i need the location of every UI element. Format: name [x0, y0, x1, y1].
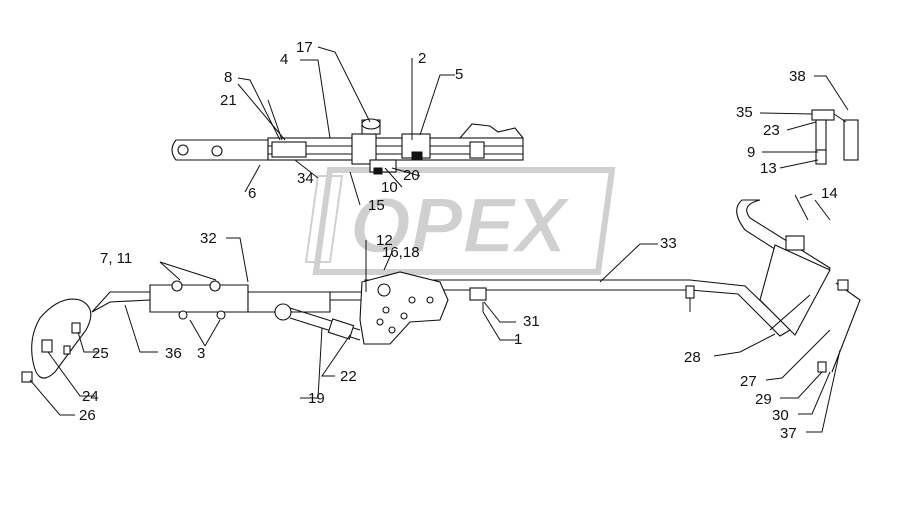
callout-9: 9 — [747, 144, 755, 161]
callout-8: 8 — [224, 69, 232, 86]
callout-22: 22 — [340, 368, 357, 385]
callout-38: 38 — [789, 68, 806, 85]
watermark-text: OPEX — [350, 181, 571, 269]
upper-arm-assembly — [171, 118, 524, 175]
detail-group-right — [794, 109, 859, 221]
callout-10: 10 — [381, 179, 398, 196]
callout-19: 19 — [308, 390, 325, 407]
callout-15: 15 — [368, 197, 385, 214]
watermark: OPEX — [304, 167, 616, 275]
callout-31: 31 — [523, 313, 540, 330]
callout-12: 12 — [376, 232, 393, 249]
callout-24: 24 — [82, 388, 99, 405]
callout-21: 21 — [220, 92, 237, 109]
callout-2: 2 — [418, 50, 426, 67]
callout-14: 14 — [821, 185, 838, 202]
callout-23: 23 — [763, 122, 780, 139]
callout-29: 29 — [755, 391, 772, 408]
callout-20: 20 — [403, 167, 420, 184]
callout-labels: 17 4 2 5 8 21 6 34 20 10 15 12 16,18 32 … — [79, 39, 838, 442]
callout-27: 27 — [740, 373, 757, 390]
callout-35: 35 — [736, 104, 753, 121]
callout-34: 34 — [297, 170, 314, 187]
callout-36: 36 — [165, 345, 182, 362]
callout-37: 37 — [780, 425, 797, 442]
callout-4: 4 — [280, 51, 288, 68]
leader-lines — [29, 46, 849, 433]
callout-28: 28 — [684, 349, 701, 366]
callout-16-18: 16,18 — [382, 244, 420, 261]
callout-13: 13 — [760, 160, 777, 177]
callout-6: 6 — [248, 185, 256, 202]
callout-7-11: 7, 11 — [100, 250, 132, 267]
left-cable-loop — [21, 298, 92, 383]
callout-25: 25 — [92, 345, 109, 362]
callout-5: 5 — [455, 66, 463, 83]
callout-30: 30 — [772, 407, 789, 424]
callout-3: 3 — [197, 345, 205, 362]
callout-17: 17 — [296, 39, 313, 56]
callout-26: 26 — [79, 407, 96, 424]
main-frame — [91, 199, 861, 373]
callout-1: 1 — [514, 331, 522, 348]
callout-32: 32 — [200, 230, 217, 247]
callout-33: 33 — [660, 235, 677, 252]
